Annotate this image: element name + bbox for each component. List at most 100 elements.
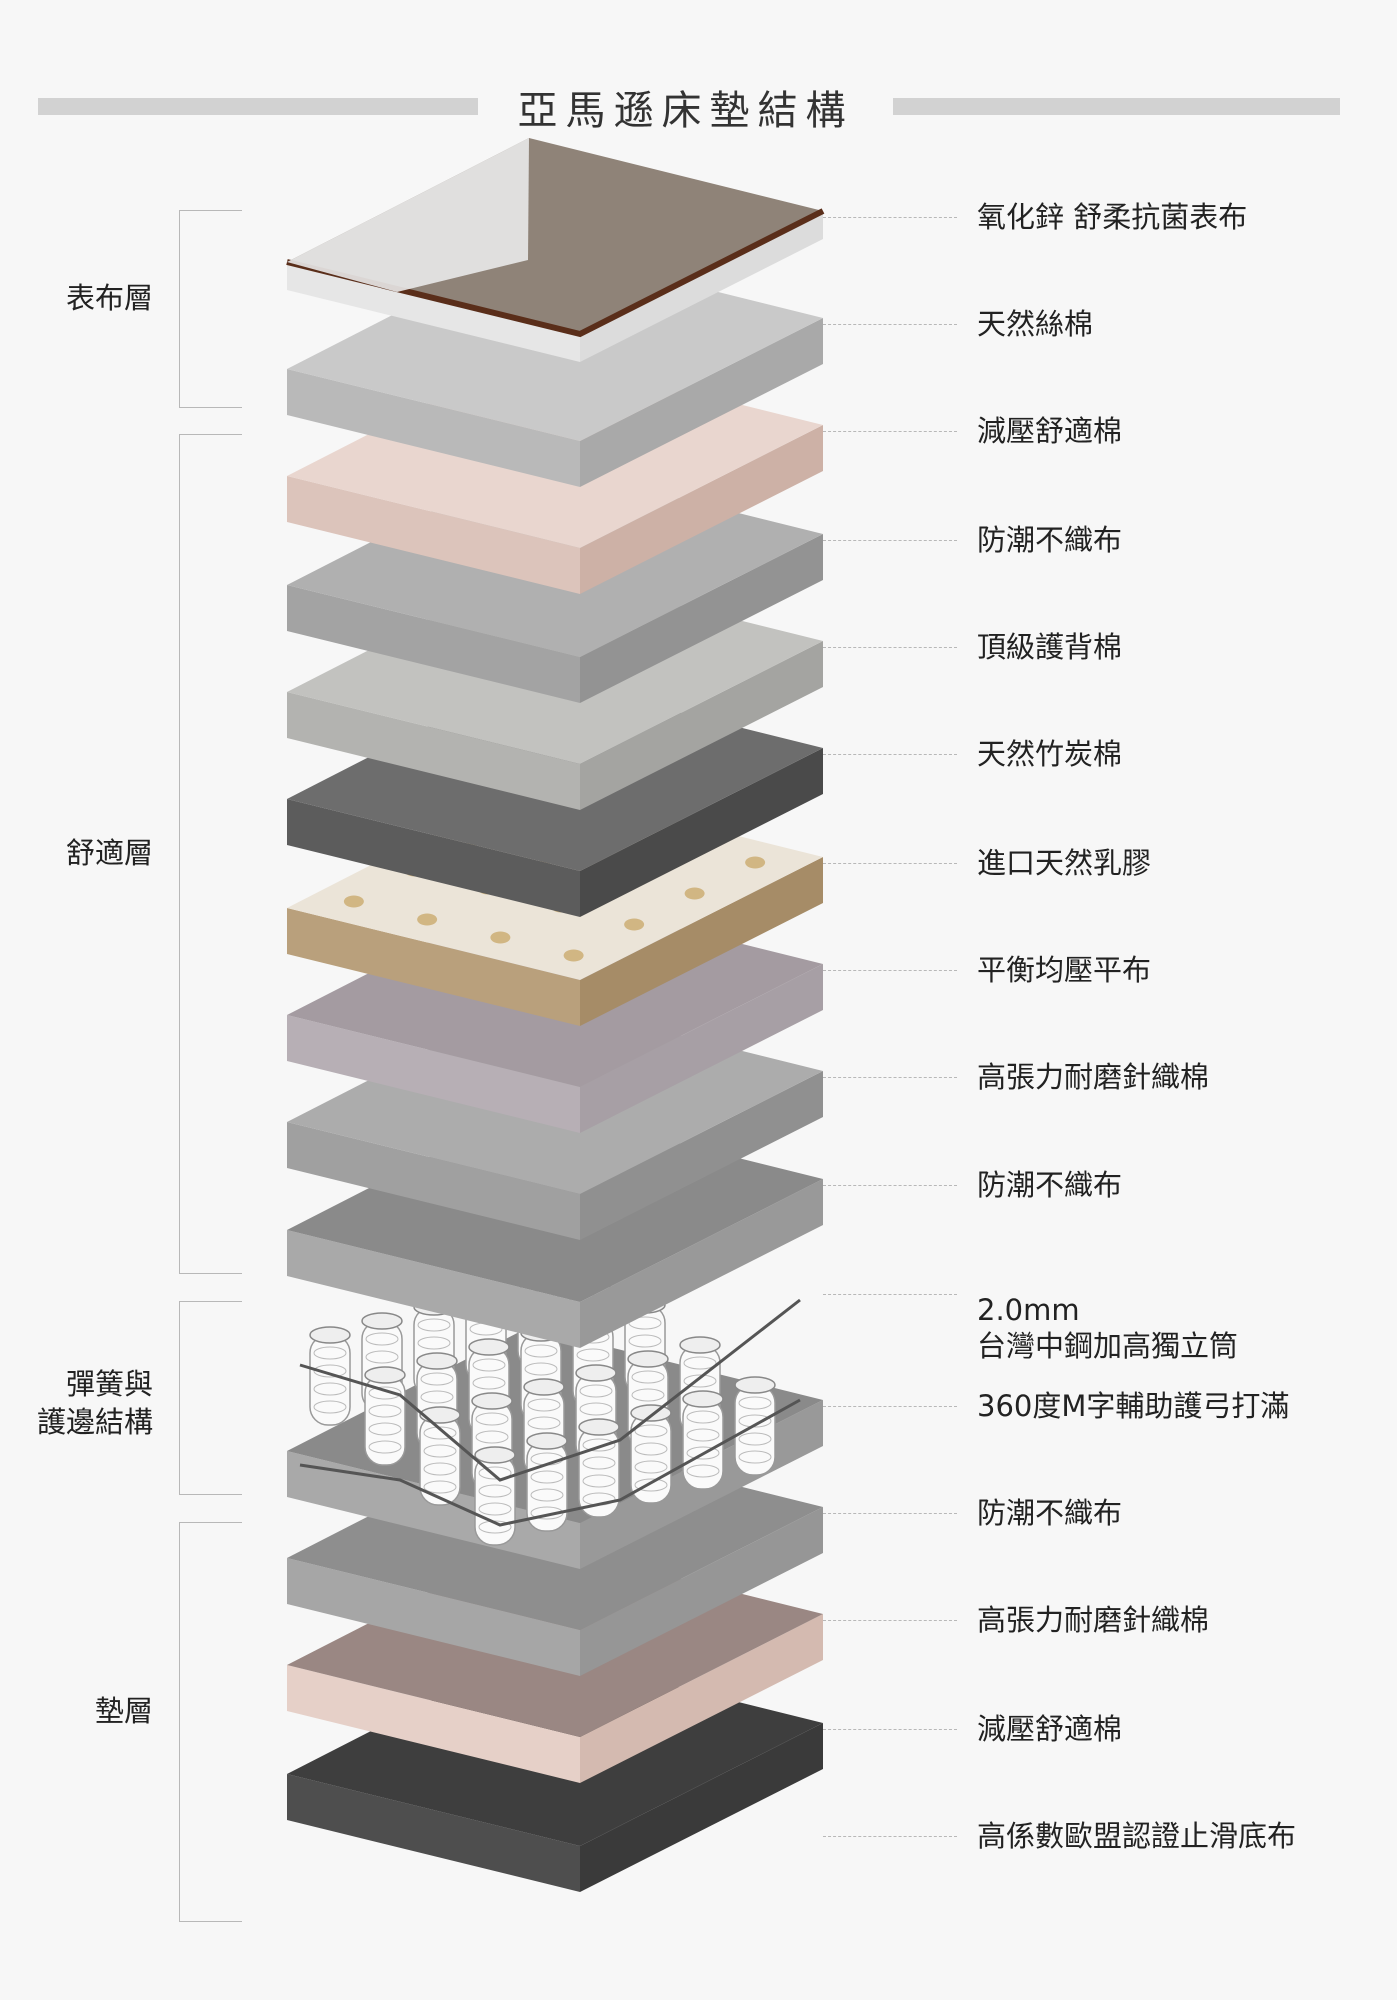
coil-top	[679, 1336, 721, 1354]
spring-coil	[630, 1404, 672, 1504]
quilted-panel	[287, 138, 529, 292]
coil-top	[416, 1352, 458, 1370]
coil-ring	[420, 1390, 454, 1404]
leader-line	[823, 1077, 957, 1078]
slab-right-face	[580, 211, 823, 362]
coil-top	[361, 1312, 403, 1330]
coil-ring	[738, 1414, 772, 1428]
coil-ring	[683, 1374, 717, 1388]
title-bar-right	[893, 98, 1340, 115]
spring-coil	[734, 1376, 776, 1476]
coil-ring	[686, 1464, 720, 1478]
coil-ring	[631, 1370, 665, 1384]
coil-ring	[368, 1404, 402, 1418]
latex-hole	[563, 949, 584, 962]
layer-label: 高係數歐盟認證止滑底布	[977, 1819, 1297, 1853]
coil-top	[364, 1366, 406, 1384]
coil-ring	[527, 1398, 561, 1412]
bracket-spring	[179, 1301, 242, 1495]
coil-top	[474, 1446, 516, 1464]
layer-label: 防潮不織布	[977, 1168, 1123, 1202]
slab-right-face	[580, 1071, 823, 1240]
coil-ring	[524, 1344, 558, 1358]
layer-label: 天然竹炭棉	[977, 737, 1123, 771]
layer-surface-fabric	[286, 138, 825, 362]
coil-ring	[423, 1426, 457, 1440]
spring-coil	[682, 1390, 724, 1490]
coil-ring	[478, 1520, 512, 1534]
layer-label: 防潮不織布	[977, 523, 1123, 557]
group-label-spring: 彈簧與 護邊結構	[36, 1367, 153, 1439]
slab-left-face	[287, 1558, 580, 1676]
edge-support-wire	[299, 1298, 801, 1482]
coil-ring	[423, 1480, 457, 1494]
coil-ring	[634, 1478, 668, 1492]
latex-hole	[684, 887, 705, 900]
slab-right-face	[580, 1179, 823, 1348]
coil-ring	[738, 1396, 772, 1410]
layer-label: 減壓舒適棉	[977, 1712, 1123, 1746]
slab-right-face	[580, 964, 823, 1133]
slab-right-face	[580, 534, 823, 703]
slab-right-face	[580, 641, 823, 810]
coil-body	[309, 1334, 351, 1426]
coil-ring	[475, 1430, 509, 1444]
coil-ring	[686, 1446, 720, 1460]
slab-left-face	[287, 908, 580, 1026]
slab-left-face	[287, 692, 580, 810]
coil-ring	[582, 1474, 616, 1488]
coil-ring	[368, 1422, 402, 1436]
coil-top	[471, 1392, 513, 1410]
slab-left-face	[287, 262, 580, 362]
latex-hole	[490, 931, 511, 944]
coil-ring	[313, 1382, 347, 1396]
coil-ring	[423, 1444, 457, 1458]
title-bar-left	[38, 98, 478, 115]
coil-top	[627, 1350, 669, 1368]
coil-ring	[530, 1470, 564, 1484]
leader-line	[823, 324, 957, 325]
coil-top	[309, 1326, 351, 1344]
leader-line	[823, 217, 957, 218]
coil-ring	[582, 1438, 616, 1452]
coil-ring	[478, 1466, 512, 1480]
group-label-base: 墊層	[94, 1694, 153, 1728]
coil-ring	[472, 1376, 506, 1390]
leader-line	[823, 647, 957, 648]
layer-label: 高張力耐磨針織棉	[977, 1060, 1210, 1094]
coil-body	[682, 1398, 724, 1490]
spring-coil	[474, 1446, 516, 1546]
bracket-surface	[179, 210, 242, 408]
layer-label: 頂級護背棉	[977, 630, 1123, 664]
coil-ring	[417, 1336, 451, 1350]
latex-hole	[343, 895, 364, 908]
coil-ring	[527, 1416, 561, 1430]
coil-ring	[686, 1410, 720, 1424]
coil-ring	[738, 1450, 772, 1464]
layer-label: 防潮不織布	[977, 1496, 1123, 1530]
leader-line	[823, 1836, 957, 1837]
latex-hole	[745, 856, 766, 869]
leader-line	[823, 431, 957, 432]
coil-body	[364, 1374, 406, 1466]
coil-top	[734, 1376, 776, 1394]
leader-line	[823, 1185, 957, 1186]
coil-ring	[365, 1350, 399, 1364]
layer-label: 減壓舒適棉	[977, 414, 1123, 448]
coil-ring	[579, 1402, 613, 1416]
latex-hole	[624, 918, 645, 931]
slab-left-face	[287, 369, 580, 487]
coil-ring	[423, 1462, 457, 1476]
coil-ring	[475, 1412, 509, 1426]
spring-coil	[309, 1326, 351, 1426]
coil-ring	[365, 1332, 399, 1346]
coil-ring	[524, 1362, 558, 1376]
coil-ring	[478, 1484, 512, 1498]
coil-ring	[683, 1356, 717, 1370]
slab-right-face	[580, 1723, 823, 1892]
group-label-comfort: 舒適層	[65, 836, 153, 870]
layer-label: 氧化鋅 舒柔抗菌表布	[977, 200, 1248, 234]
slab-left-face	[287, 1774, 580, 1892]
coil-top	[682, 1390, 724, 1408]
